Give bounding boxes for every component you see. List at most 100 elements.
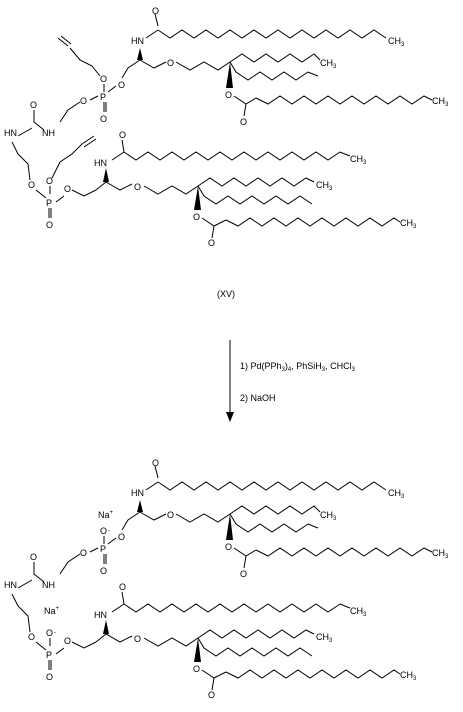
atom-ch3: CH3 <box>388 488 405 500</box>
acyl-chain <box>157 481 387 491</box>
atom-n: NH <box>42 128 55 138</box>
wedge-bond <box>137 48 143 60</box>
atom-o: O <box>28 632 35 642</box>
atom-o: O <box>208 690 215 700</box>
acyl-chain <box>225 669 401 679</box>
atom-o: O <box>30 552 37 562</box>
atom-hn: HN <box>4 128 17 138</box>
atom-ch3: CH3 <box>432 96 449 108</box>
alkyl-chain <box>197 185 313 205</box>
acyl-chain <box>225 217 401 227</box>
bond <box>33 562 45 583</box>
bond <box>107 537 117 545</box>
bond <box>111 151 125 161</box>
bond <box>145 481 159 491</box>
bond <box>55 195 65 203</box>
bond <box>154 465 159 479</box>
atom-ch3: CH3 <box>316 632 333 644</box>
bond <box>11 141 31 181</box>
atom-o: O <box>119 582 126 592</box>
atom-o: O <box>100 74 107 84</box>
wedge-bond <box>194 186 201 210</box>
atom-o: O <box>119 130 126 140</box>
bond <box>121 59 141 79</box>
alkyl-chain <box>229 505 321 515</box>
atom-o: O <box>193 212 200 222</box>
atom-o: O <box>193 664 200 674</box>
atom-hn: HN <box>131 36 144 46</box>
arrow-head <box>226 412 234 422</box>
atom-p: P <box>46 198 52 208</box>
bond <box>143 185 199 195</box>
atom-o: O <box>46 220 53 230</box>
atom-ch3: CH3 <box>320 58 337 70</box>
atom-ch3: CH3 <box>432 548 449 560</box>
atom-o: O <box>46 672 53 682</box>
atom-o: O <box>100 114 107 124</box>
bond <box>233 95 257 105</box>
alkyl-chain <box>229 61 319 81</box>
atom-o: O <box>134 634 141 644</box>
wedge-bond <box>137 500 143 512</box>
atom-o: O <box>118 80 125 90</box>
bond <box>71 189 97 197</box>
atom-o: O <box>225 542 232 552</box>
atom-o: O <box>152 458 159 468</box>
atom-o: O <box>80 96 87 106</box>
atom-o-anion: O- <box>46 628 56 638</box>
wedge-bond <box>226 62 233 88</box>
acyl-chain <box>123 603 351 613</box>
bond <box>11 593 31 633</box>
bond <box>57 37 69 47</box>
bond <box>17 127 33 137</box>
bond <box>59 553 81 575</box>
atom-o: O <box>225 90 232 100</box>
bond <box>201 217 227 227</box>
bond <box>83 138 97 148</box>
atom-o: O <box>64 636 71 646</box>
acyl-chain <box>255 95 433 105</box>
counter-ion-na: Na+ <box>44 606 60 616</box>
bond <box>105 633 133 643</box>
bond <box>95 633 107 643</box>
atom-hn: HN <box>94 158 107 168</box>
bond <box>243 555 247 569</box>
alkyl-chain <box>197 177 315 187</box>
atom-ch3: CH3 <box>400 218 417 230</box>
bond <box>139 511 167 521</box>
atom-hn: HN <box>94 610 107 620</box>
atom-o: O <box>118 532 125 542</box>
bond <box>233 547 257 557</box>
bond <box>89 95 99 101</box>
allyl-group <box>69 47 101 77</box>
bond <box>211 677 215 691</box>
product: O HN CH3 O CH3 O O CH3 Na+ O P O- O O NH <box>4 458 449 700</box>
bond <box>60 35 72 45</box>
bond <box>121 591 125 605</box>
atom-o-anion: O- <box>100 526 110 536</box>
atom-p: P <box>100 92 106 102</box>
atom-o: O <box>167 58 174 68</box>
alkyl-chain <box>197 637 313 657</box>
bond <box>55 647 65 655</box>
bond <box>143 637 199 647</box>
atom-ch3: CH3 <box>320 510 337 522</box>
atom-hn: HN <box>131 488 144 498</box>
bond <box>243 103 247 117</box>
atom-o: O <box>240 569 247 579</box>
starting-material: O HN CH3 O CH3 O O CH3 O P O O O <box>4 6 449 248</box>
atom-ch3: CH3 <box>316 180 333 192</box>
atom-o: O <box>152 6 159 16</box>
bond <box>59 101 81 123</box>
bond <box>139 59 167 69</box>
compound-label: (XV) <box>217 289 235 299</box>
bond <box>95 181 107 191</box>
atom-hn: HN <box>4 580 17 590</box>
atom-o: O <box>134 182 141 192</box>
allyl-group <box>51 143 83 179</box>
wedge-bond <box>103 620 109 634</box>
alkyl-chain <box>197 629 315 639</box>
atom-ch3: CH3 <box>350 154 367 166</box>
atom-o: O <box>167 510 174 520</box>
